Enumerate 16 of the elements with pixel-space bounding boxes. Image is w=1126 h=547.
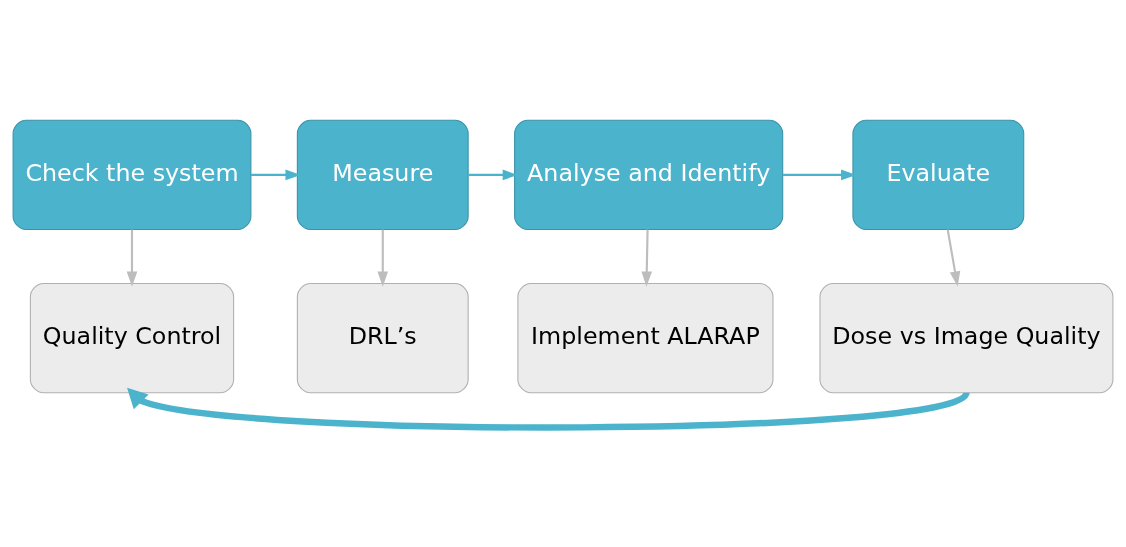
- node-box: Measure: [296, 119, 469, 230]
- node-box: Dose vs Image Quality: [819, 282, 1114, 393]
- arrow: [127, 387, 969, 431]
- arrow: [126, 229, 138, 287]
- node-box: Evaluate: [852, 119, 1025, 230]
- node-box: Implement ALARAP: [517, 282, 774, 393]
- node-box: Quality Control: [29, 282, 235, 393]
- node-box: Check the system: [12, 119, 252, 230]
- arrow: [782, 169, 857, 180]
- arrow: [377, 229, 389, 287]
- arrow: [946, 228, 961, 287]
- arrow: [641, 229, 653, 287]
- arrow: [251, 169, 301, 180]
- node-box: DRL’s: [296, 282, 469, 393]
- node-box: Analyse and Identify: [514, 119, 784, 230]
- arrow: [468, 169, 518, 180]
